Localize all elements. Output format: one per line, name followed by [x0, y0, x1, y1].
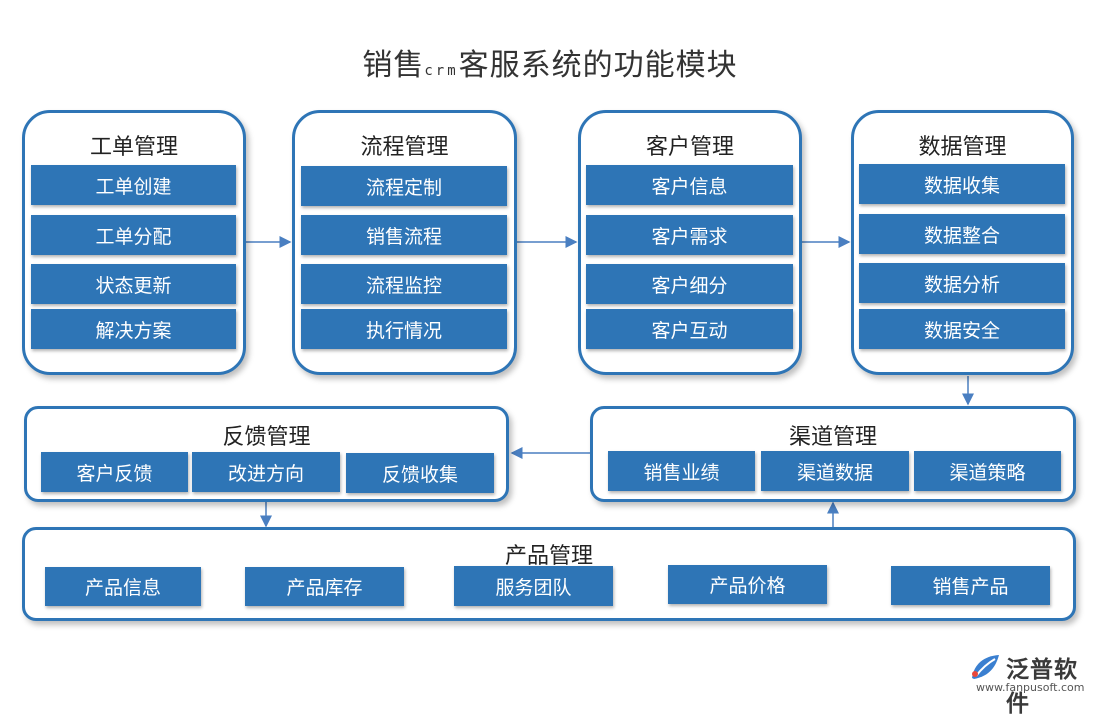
leaf-logo-icon	[972, 655, 999, 679]
module-process-title: 流程管理	[360, 135, 449, 160]
connector-arrows	[246, 236, 974, 528]
module-product-title: 产品管理	[504, 544, 593, 569]
process-item-sales: 销售流程	[301, 215, 507, 255]
process-item-execution: 执行情况	[301, 309, 507, 349]
title-sub: crm	[424, 63, 459, 79]
data-item-analyze: 数据分析	[859, 263, 1065, 303]
brand-logo: 泛普软件 www.fanpusoft.com	[968, 648, 1093, 717]
product-item-sales-product: 销售产品	[891, 566, 1050, 605]
module-feedback-title: 反馈管理	[222, 425, 311, 450]
data-item-security: 数据安全	[859, 309, 1065, 349]
module-process: 流程管理 流程定制 销售流程 流程监控 执行情况	[292, 110, 517, 375]
feedback-item-collect: 反馈收集	[346, 453, 494, 493]
module-product: 产品管理 产品信息 产品库存 服务团队 产品价格 销售产品	[22, 527, 1076, 621]
channel-item-performance: 销售业绩	[608, 451, 755, 491]
channel-item-strategy: 渠道策略	[914, 451, 1061, 491]
module-ticket: 工单管理 工单创建 工单分配 状态更新 解决方案	[22, 110, 246, 375]
feedback-item-improve: 改进方向	[192, 452, 340, 492]
data-item-integrate: 数据整合	[859, 214, 1065, 254]
title-main-a: 销售	[362, 48, 425, 83]
module-data: 数据管理 数据收集 数据整合 数据分析 数据安全	[851, 110, 1074, 375]
ticket-item-status: 状态更新	[31, 264, 236, 304]
ticket-item-assign: 工单分配	[31, 215, 236, 255]
logo-url: www.fanpusoft.com	[976, 681, 1085, 694]
module-channel: 渠道管理 销售业绩 渠道数据 渠道策略	[590, 406, 1076, 502]
product-item-service-team: 服务团队	[454, 566, 613, 606]
process-item-custom: 流程定制	[301, 166, 507, 206]
feedback-item-customer: 客户反馈	[41, 452, 188, 492]
product-item-inventory: 产品库存	[245, 567, 404, 606]
module-feedback: 反馈管理 客户反馈 改进方向 反馈收集	[24, 406, 509, 502]
product-item-price: 产品价格	[668, 565, 827, 604]
data-item-collect: 数据收集	[859, 164, 1065, 204]
customer-item-info: 客户信息	[586, 165, 793, 205]
channel-item-data: 渠道数据	[761, 451, 909, 491]
title-main-b: 客服系统的功能模块	[458, 48, 738, 83]
customer-item-needs: 客户需求	[586, 215, 793, 255]
module-channel-title: 渠道管理	[788, 425, 877, 450]
page-title: 销售crm客服系统的功能模块	[0, 40, 1100, 84]
module-ticket-title: 工单管理	[89, 135, 178, 160]
module-data-title: 数据管理	[918, 135, 1007, 160]
ticket-item-solution: 解决方案	[31, 309, 236, 349]
process-item-monitor: 流程监控	[301, 264, 507, 304]
module-customer-title: 客户管理	[645, 135, 734, 160]
module-customer: 客户管理 客户信息 客户需求 客户细分 客户互动	[578, 110, 802, 375]
customer-item-segment: 客户细分	[586, 264, 793, 304]
ticket-item-create: 工单创建	[31, 165, 236, 205]
product-item-info: 产品信息	[45, 567, 201, 606]
customer-item-interaction: 客户互动	[586, 309, 793, 349]
